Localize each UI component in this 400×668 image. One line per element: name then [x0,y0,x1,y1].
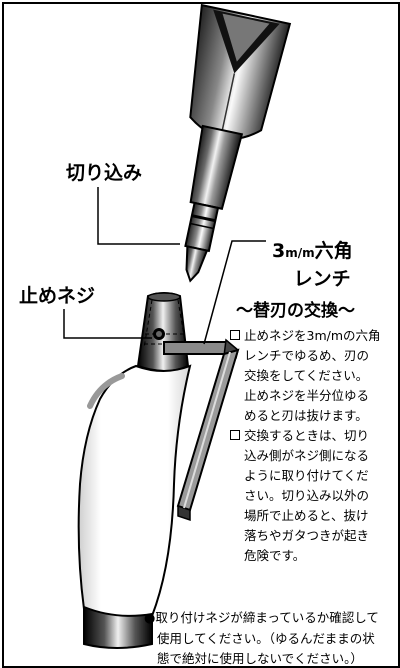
section-title: ～替刃の交換～ [236,301,355,321]
note-line: 場所で止めると、抜け [244,508,369,523]
wrench-size-unit: m/m [285,246,315,260]
leader-lines [63,187,266,345]
checkbox-square-icon [230,330,240,340]
note-line: 止めネジを3m/mの六角 [244,328,381,343]
note-line: ように取り付けてくだ [244,468,369,483]
note-item: 止めネジを3m/mの六角 レンチでゆるめ、刃の 交換をしてください。 止めネジを… [230,326,381,426]
hex-wrench-icon [163,338,240,522]
handle-icon [77,364,192,649]
tool-illustration [63,4,292,649]
note-line: 込み側がネジ側になる [244,448,370,463]
warning-line: 態で絶対に使用しないでください。） [157,651,363,666]
note-line: 交換するときは、切り [244,428,370,443]
chisel-blade-icon [184,4,292,283]
usage-warning: ●取り付けネジが締まっているか確認して 使用してください。（ゆるんだままの状 態… [144,608,379,666]
checkbox-square-icon [230,430,240,440]
note-item: 交換するときは、切り 込み側がネジ側になる ように取り付けてくだ さい。切り込み… [230,426,381,566]
hex-wrench-label: 3m/m六角 レンチ [272,238,353,292]
instruction-notes: 止めネジを3m/mの六角 レンチでゆるめ、刃の 交換をしてください。 止めネジを… [230,326,381,566]
warning-line: 使用してください。（ゆるんだままの状 [157,631,375,646]
wrench-size-number: 3 [272,240,286,262]
note-line: レンチでゆるめ、刃の [244,348,370,363]
warning-line: 取り付けネジが締まっているか確認して [155,610,379,625]
bullet-icon: ● [144,611,156,626]
note-line: 止めネジを半分位ゆる [244,388,370,403]
wrench-word: レンチ [293,268,351,290]
notch-label: 切り込み [66,162,143,184]
set-screw-label: 止めネジ [19,285,96,307]
wrench-type: 六角 [314,240,353,262]
ferrule-icon [136,292,190,372]
note-line: 落ちやガタつきが起き [244,528,370,543]
note-line: めると刃は抜けます。 [244,408,368,423]
note-line: 交換をしてください。 [244,368,369,383]
note-line: 危険です。 [244,548,306,563]
note-line: さい。切り込み以外の [244,488,370,503]
